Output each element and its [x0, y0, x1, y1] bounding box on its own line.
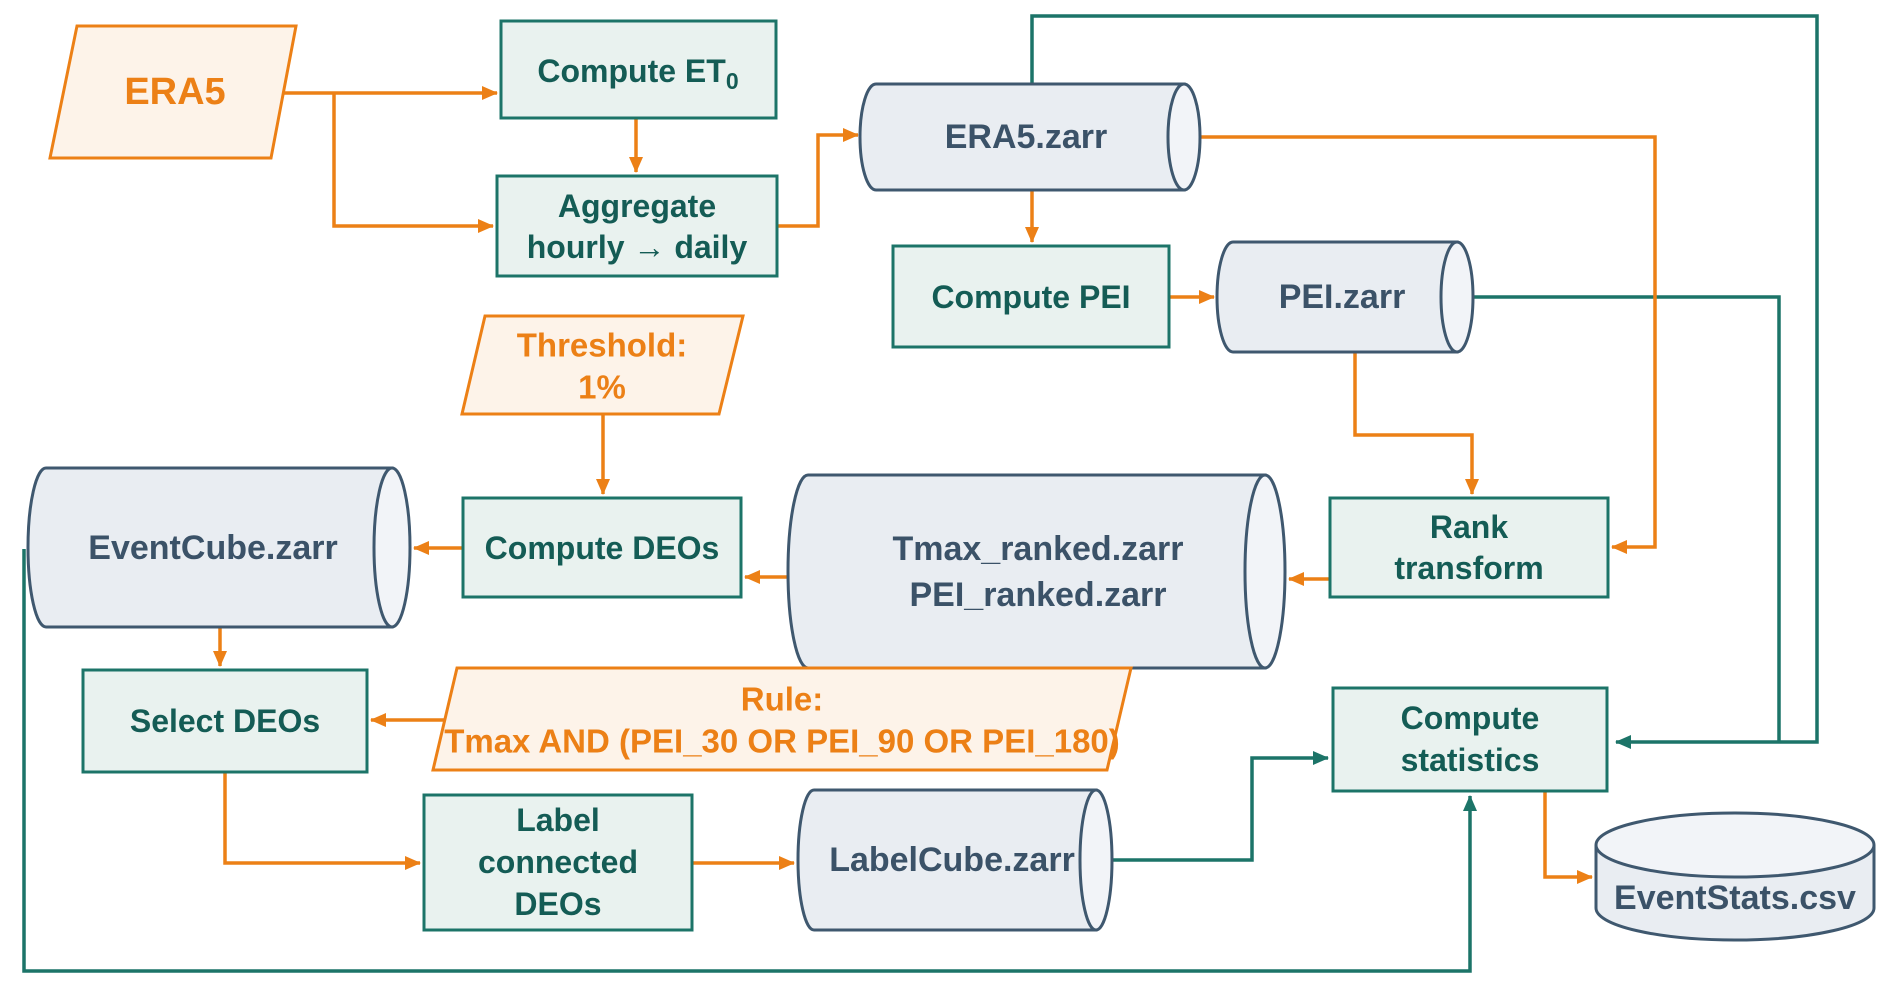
era5-zarr-label: ERA5.zarr [945, 118, 1108, 156]
pei-zarr-cylinder [1215, 240, 1459, 354]
label-connected-deos-line3: DEOs [514, 886, 601, 922]
edge-labelcube-to-compute-statistics [1112, 751, 1329, 862]
rule-parallelogram [431, 666, 1133, 772]
pei-zarr-label: PEI.zarr [1279, 278, 1406, 316]
node-label-connected-deos: Label connected DEOs [422, 793, 694, 932]
era5-zarr-cylinder [858, 82, 1186, 192]
node-labelcube-zarr: LabelCube.zarr [796, 788, 1114, 932]
node-aggregate: Aggregate hourly → daily [495, 174, 779, 278]
edge-era5-to-aggregate [332, 93, 494, 233]
ranked-zarr-cylinder [786, 473, 1267, 670]
compute-et0-label-main: Compute ET [537, 53, 726, 89]
eventcube-zarr-label: EventCube.zarr [88, 529, 337, 567]
ranked-zarr-cylinder-cap [1243, 473, 1287, 670]
era5-label: ERA5 [124, 71, 225, 113]
compute-pei-label: Compute PEI [931, 279, 1130, 315]
aggregate-label-line1: Aggregate [558, 188, 716, 224]
node-eventstats-csv: EventStats.csv [1594, 811, 1876, 942]
node-compute-deos: Compute DEOs [461, 496, 743, 599]
threshold-parallelogram [460, 314, 745, 416]
compute-et0-label-sub: 0 [726, 68, 739, 94]
compute-et0-label: Compute ET0 [537, 53, 738, 94]
rank-transform-label-line2: transform [1394, 550, 1543, 586]
compute-statistics-line1: Compute [1401, 700, 1540, 736]
label-connected-deos-box [422, 793, 694, 932]
compute-deos-box [461, 496, 743, 599]
node-threshold: Threshold: 1% [460, 314, 745, 416]
pei-zarr-cylinder-cap [1439, 240, 1475, 354]
aggregate-label-line2: hourly → daily [527, 229, 748, 265]
compute-statistics-box [1331, 686, 1609, 793]
label-connected-deos-line2: connected [478, 844, 638, 880]
select-deos-box [81, 668, 369, 774]
threshold-label-line1: Threshold: [517, 327, 688, 364]
rule-label-line2: Tmax AND (PEI_30 OR PEI_90 OR PEI_180) [444, 723, 1120, 760]
eventcube-zarr-cylinder [26, 466, 394, 629]
edge-select-deos-to-label-connected [223, 772, 421, 870]
node-compute-statistics: Compute statistics [1331, 686, 1609, 793]
eventstats-csv-cylinder-top [1594, 811, 1876, 879]
threshold-label-line2: 1% [578, 369, 626, 406]
node-select-deos: Select DEOs [81, 668, 369, 774]
compute-statistics-line2: statistics [1401, 742, 1540, 778]
node-era5-zarr: ERA5.zarr [858, 82, 1202, 192]
edge-compute-statistics-to-eventstats [1543, 791, 1593, 884]
labelcube-zarr-cylinder-cap [1078, 788, 1114, 932]
node-compute-pei: Compute PEI [891, 244, 1171, 349]
ranked-zarr-label-line1: Tmax_ranked.zarr [892, 530, 1183, 568]
labelcube-zarr-cylinder [796, 788, 1098, 932]
label-connected-deos-line1: Label [516, 802, 600, 838]
edge-pei-zarr-to-compute-statistics [1473, 295, 1781, 742]
select-deos-label: Select DEOs [130, 703, 320, 739]
node-rank-transform: Rank transform [1328, 496, 1610, 599]
edge-eventcube-to-compute-statistics [22, 549, 1477, 973]
node-era5-input: ERA5 [48, 24, 298, 160]
aggregate-box [495, 174, 779, 278]
era5-parallelogram [48, 24, 298, 160]
edge-era5-zarr-to-rank-transform [1200, 135, 1657, 554]
node-pei-zarr: PEI.zarr [1215, 240, 1475, 354]
edge-era5-zarr-to-compute-statistics [1030, 14, 1819, 749]
rank-transform-label-line1: Rank [1430, 509, 1508, 545]
node-rule: Rule: Tmax AND (PEI_30 OR PEI_90 OR PEI_… [431, 666, 1133, 772]
eventcube-zarr-cylinder-cap [372, 466, 412, 629]
compute-pei-box [891, 244, 1171, 349]
rule-label-line1: Rule: [741, 681, 824, 718]
eventstats-csv-label: EventStats.csv [1614, 879, 1856, 917]
compute-deos-label: Compute DEOs [485, 530, 720, 566]
node-eventcube-zarr: EventCube.zarr [26, 466, 412, 629]
compute-et0-box [499, 19, 778, 120]
edge-aggregate-to-era5-zarr [778, 128, 859, 228]
rank-transform-box [1328, 496, 1610, 599]
era5-zarr-cylinder-cap [1166, 82, 1202, 192]
node-ranked-zarr: Tmax_ranked.zarr PEI_ranked.zarr [786, 473, 1287, 670]
ranked-zarr-label-line2: PEI_ranked.zarr [909, 576, 1166, 614]
labelcube-zarr-label: LabelCube.zarr [829, 841, 1075, 879]
edge-pei-zarr-to-rank-transform [1353, 352, 1479, 495]
node-compute-et0: Compute ET0 [499, 19, 778, 120]
